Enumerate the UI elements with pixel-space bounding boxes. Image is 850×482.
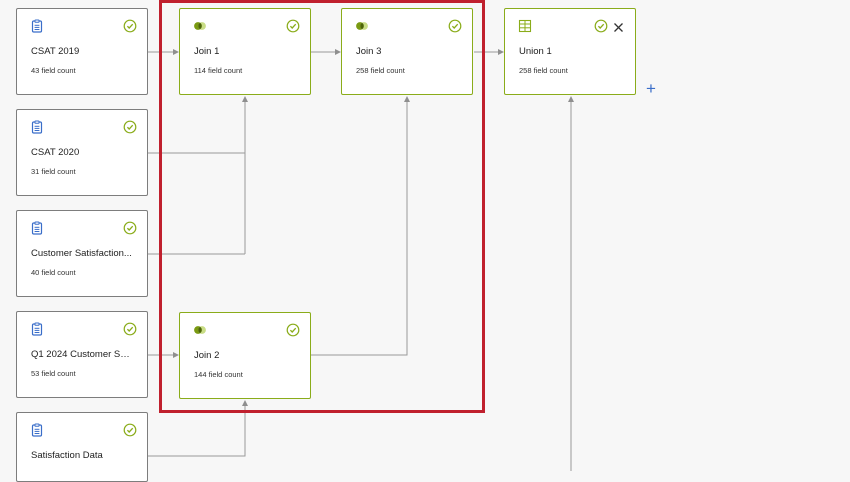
check-circle-icon (286, 323, 300, 337)
check-circle-icon (448, 19, 462, 33)
node-title: Union 1 (519, 46, 552, 57)
node-field-count: 144 field count (194, 370, 243, 379)
join-icon (193, 19, 207, 33)
check-circle-icon (123, 221, 137, 235)
highlight-box (159, 0, 485, 413)
node-field-count: 258 field count (519, 66, 568, 75)
node-title: Q1 2024 Customer Sa... (31, 349, 133, 360)
node-title: Customer Satisfaction... (31, 248, 132, 259)
clipboard-icon (30, 423, 44, 437)
plus-icon[interactable]: + (646, 79, 656, 98)
node-title: CSAT 2020 (31, 147, 80, 158)
close-icon[interactable] (613, 20, 624, 32)
node-satisfaction-data[interactable]: Satisfaction Data (16, 412, 148, 482)
node-join-1[interactable]: Join 1 114 field count (179, 8, 311, 95)
node-title: Satisfaction Data (31, 450, 103, 461)
join-icon (355, 19, 369, 33)
node-csat-2019[interactable]: CSAT 2019 43 field count (16, 8, 148, 95)
clipboard-icon (30, 221, 44, 235)
clipboard-icon (30, 19, 44, 33)
connector-lines (148, 49, 574, 471)
node-field-count: 258 field count (356, 66, 405, 75)
node-field-count: 114 field count (194, 66, 243, 75)
node-field-count: 40 field count (31, 268, 76, 277)
node-q1-2024-customer-satisfaction[interactable]: Q1 2024 Customer Sa... 53 field count (16, 311, 148, 398)
link-satisfaction-join2 (148, 400, 248, 457)
node-csat-2020[interactable]: CSAT 2020 31 field count (16, 109, 148, 196)
join-icon (193, 323, 207, 337)
link-join2-join3 (311, 96, 410, 356)
check-circle-icon (123, 322, 137, 336)
check-circle-icon (123, 120, 137, 134)
node-field-count: 53 field count (31, 369, 76, 378)
union-table-icon (518, 19, 532, 33)
node-join-3[interactable]: Join 3 258 field count (341, 8, 473, 95)
check-circle-icon (123, 19, 137, 33)
clipboard-icon (30, 120, 44, 134)
node-customer-satisfaction[interactable]: Customer Satisfaction... 40 field count (16, 210, 148, 297)
node-union-1[interactable]: Union 1 258 field count (504, 8, 636, 95)
node-join-2[interactable]: Join 2 144 field count (179, 312, 311, 399)
check-circle-icon (594, 19, 608, 33)
node-title: CSAT 2019 (31, 46, 80, 57)
check-circle-icon (123, 423, 137, 437)
node-field-count: 43 field count (31, 66, 76, 75)
node-field-count: 31 field count (31, 167, 76, 176)
clipboard-icon (30, 322, 44, 336)
check-circle-icon (286, 19, 300, 33)
